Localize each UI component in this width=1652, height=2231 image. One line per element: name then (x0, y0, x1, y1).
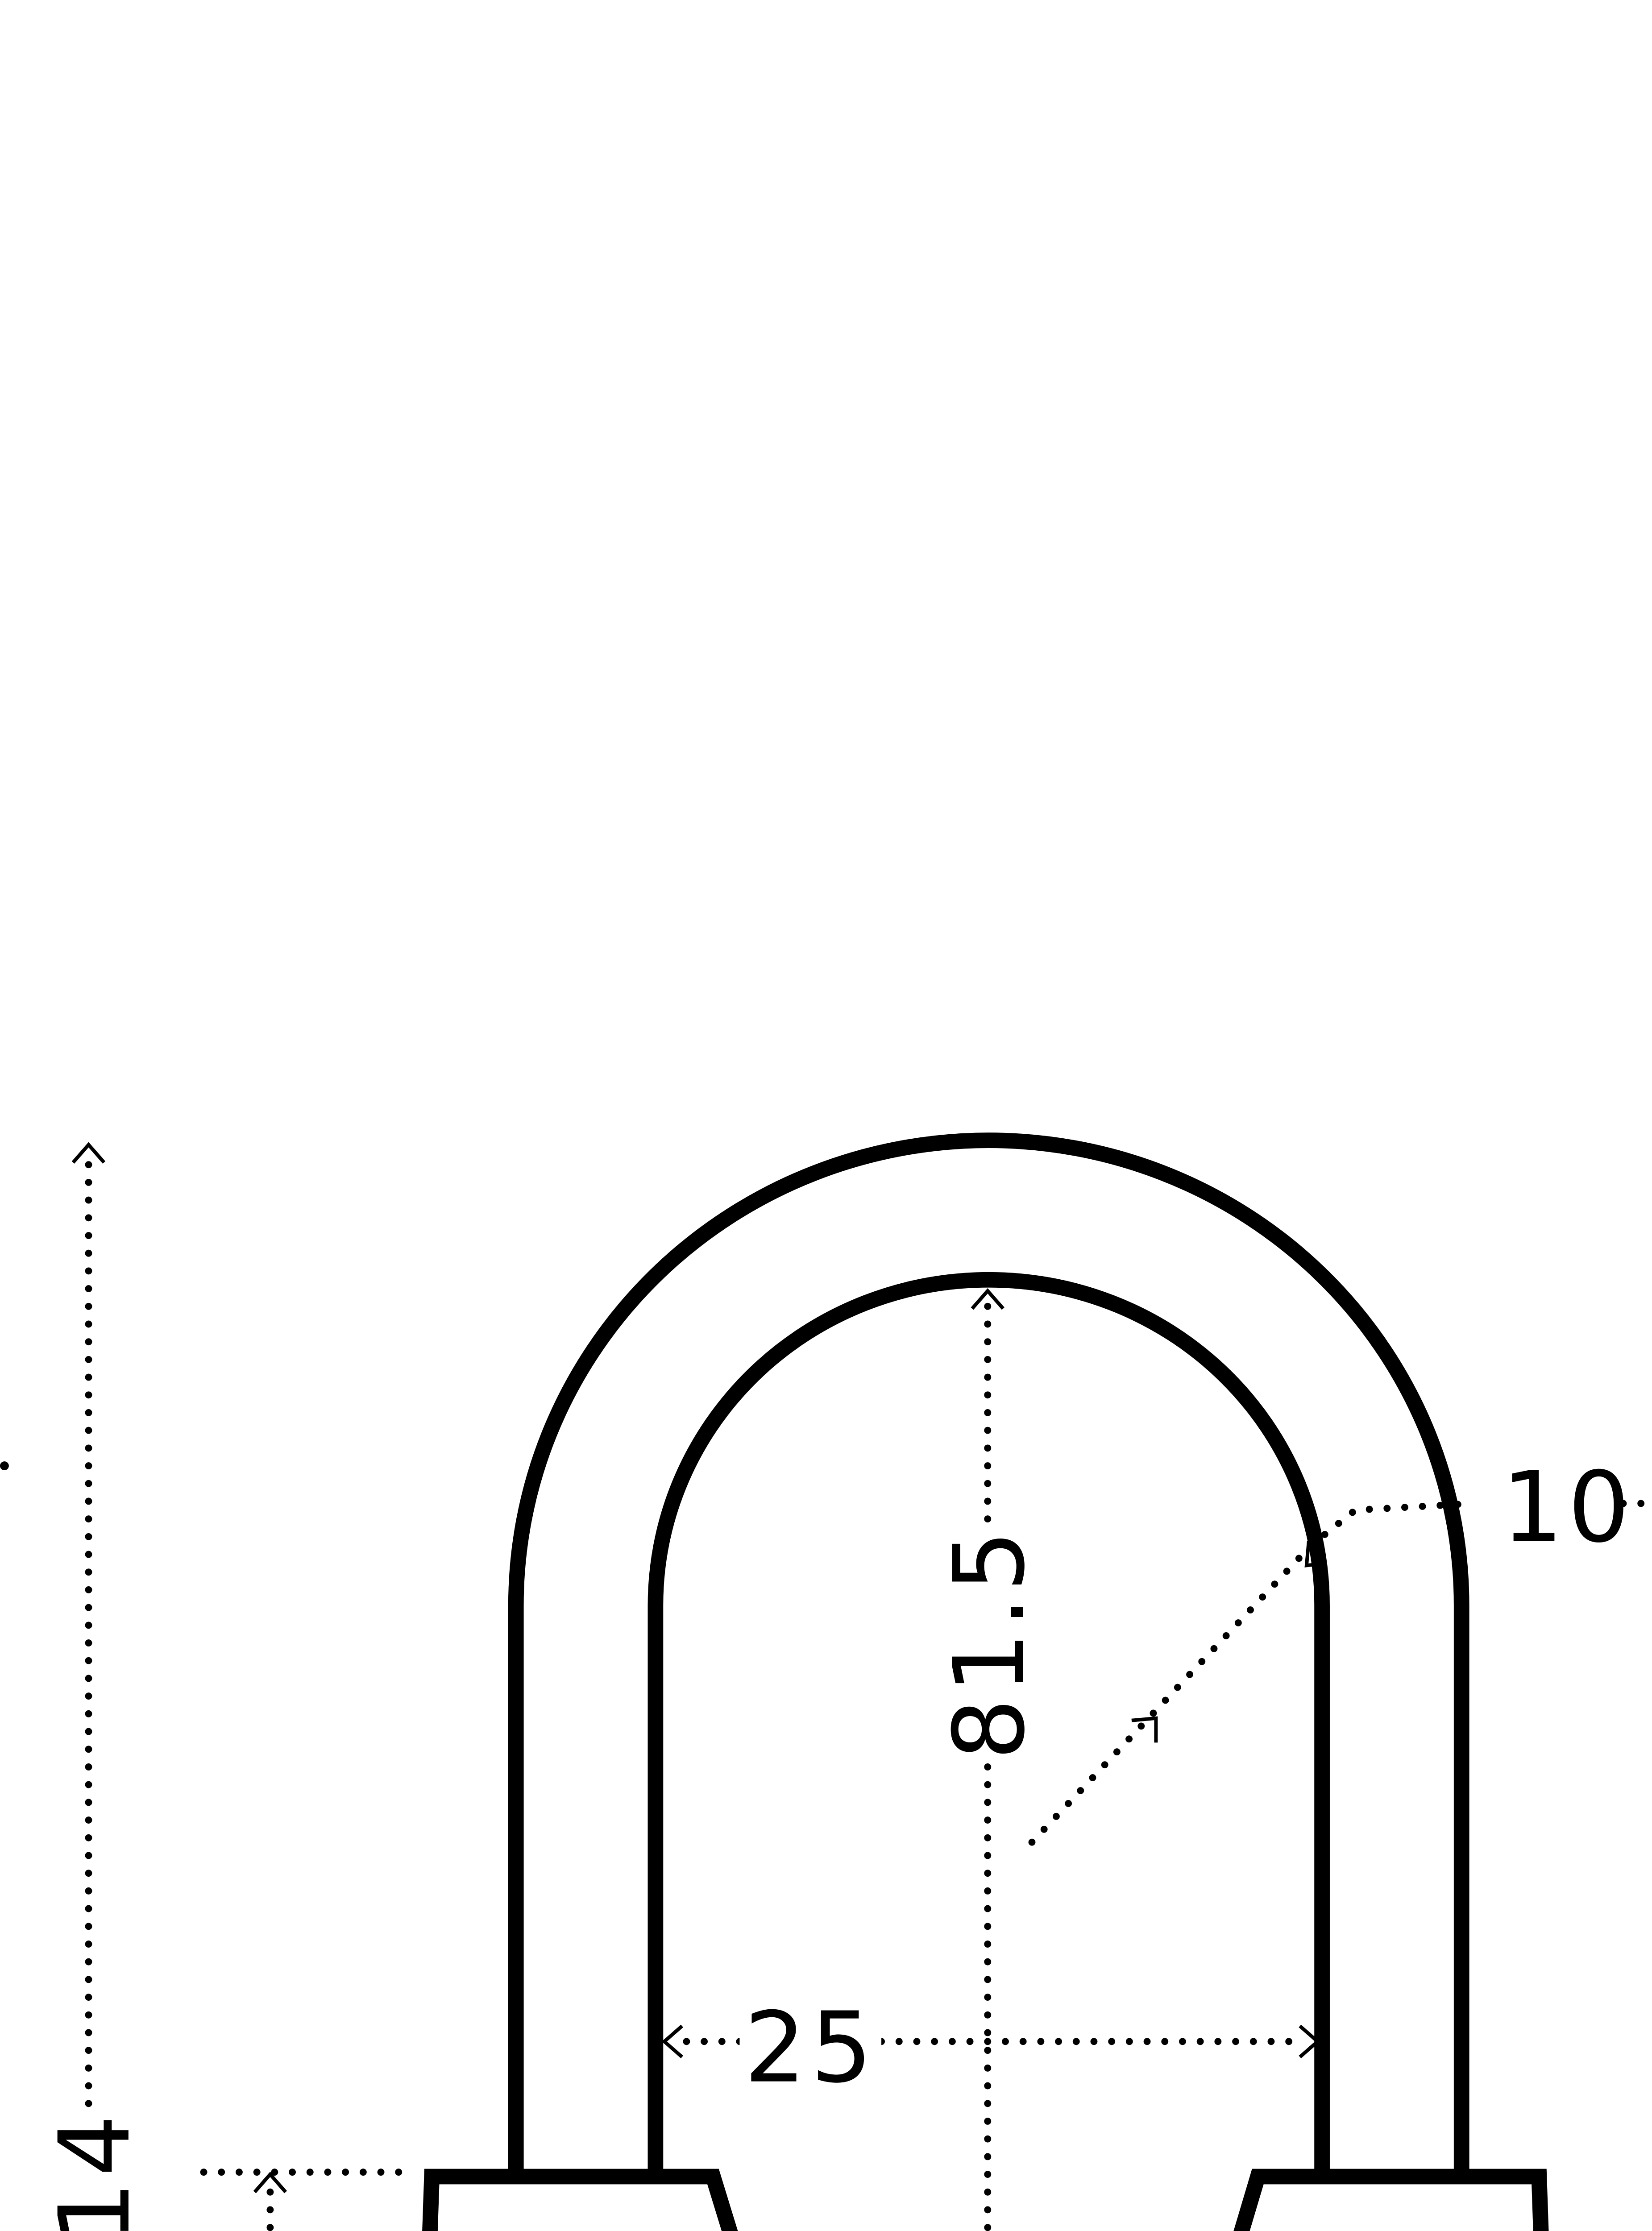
body-upper-left-part (422, 2169, 738, 2231)
stray-dot (0, 1461, 9, 1471)
radius-tick-outer-icon (1304, 1541, 1327, 1568)
arrow-up-icon (253, 2172, 287, 2194)
shackle-outer-outline (508, 1132, 1469, 2173)
shackle-inner-height-label: 81.5 (933, 1526, 1046, 1760)
dimension-shackle-radius: 10 (1028, 1451, 1652, 1846)
overall-height-label: 114 (38, 2110, 152, 2231)
shackle-inner-outline (648, 1272, 1330, 2173)
radius-tick-inner-icon (1131, 1716, 1158, 1743)
dimension-shackle-inner-width: 25 (661, 1988, 1320, 2105)
arrow-up-icon (71, 1142, 106, 1164)
shackle-inner-width-label: 25 (744, 1991, 877, 2105)
lock-body-upper (422, 2169, 1549, 2231)
arrow-right-icon (1299, 2024, 1320, 2059)
radius-leader-tail (1307, 1500, 1478, 1549)
arrow-up-icon (971, 1288, 1004, 1310)
label-background (939, 1528, 1032, 1758)
shackle (508, 1132, 1469, 2173)
dimension-overall-height: 114 (0, 1142, 152, 2231)
shackle-radius-label: 10 (1502, 1451, 1635, 1564)
radius-leader-line (1028, 1542, 1315, 1846)
label-background (40, 2108, 137, 2231)
body-upper-right-part (1233, 2169, 1549, 2231)
dimension-body-height: 40 (200, 2169, 413, 2231)
dimension-shackle-inner-height: 81.5 (933, 1288, 1046, 2231)
label-background (739, 1988, 882, 2095)
arrow-left-icon (661, 2024, 684, 2059)
